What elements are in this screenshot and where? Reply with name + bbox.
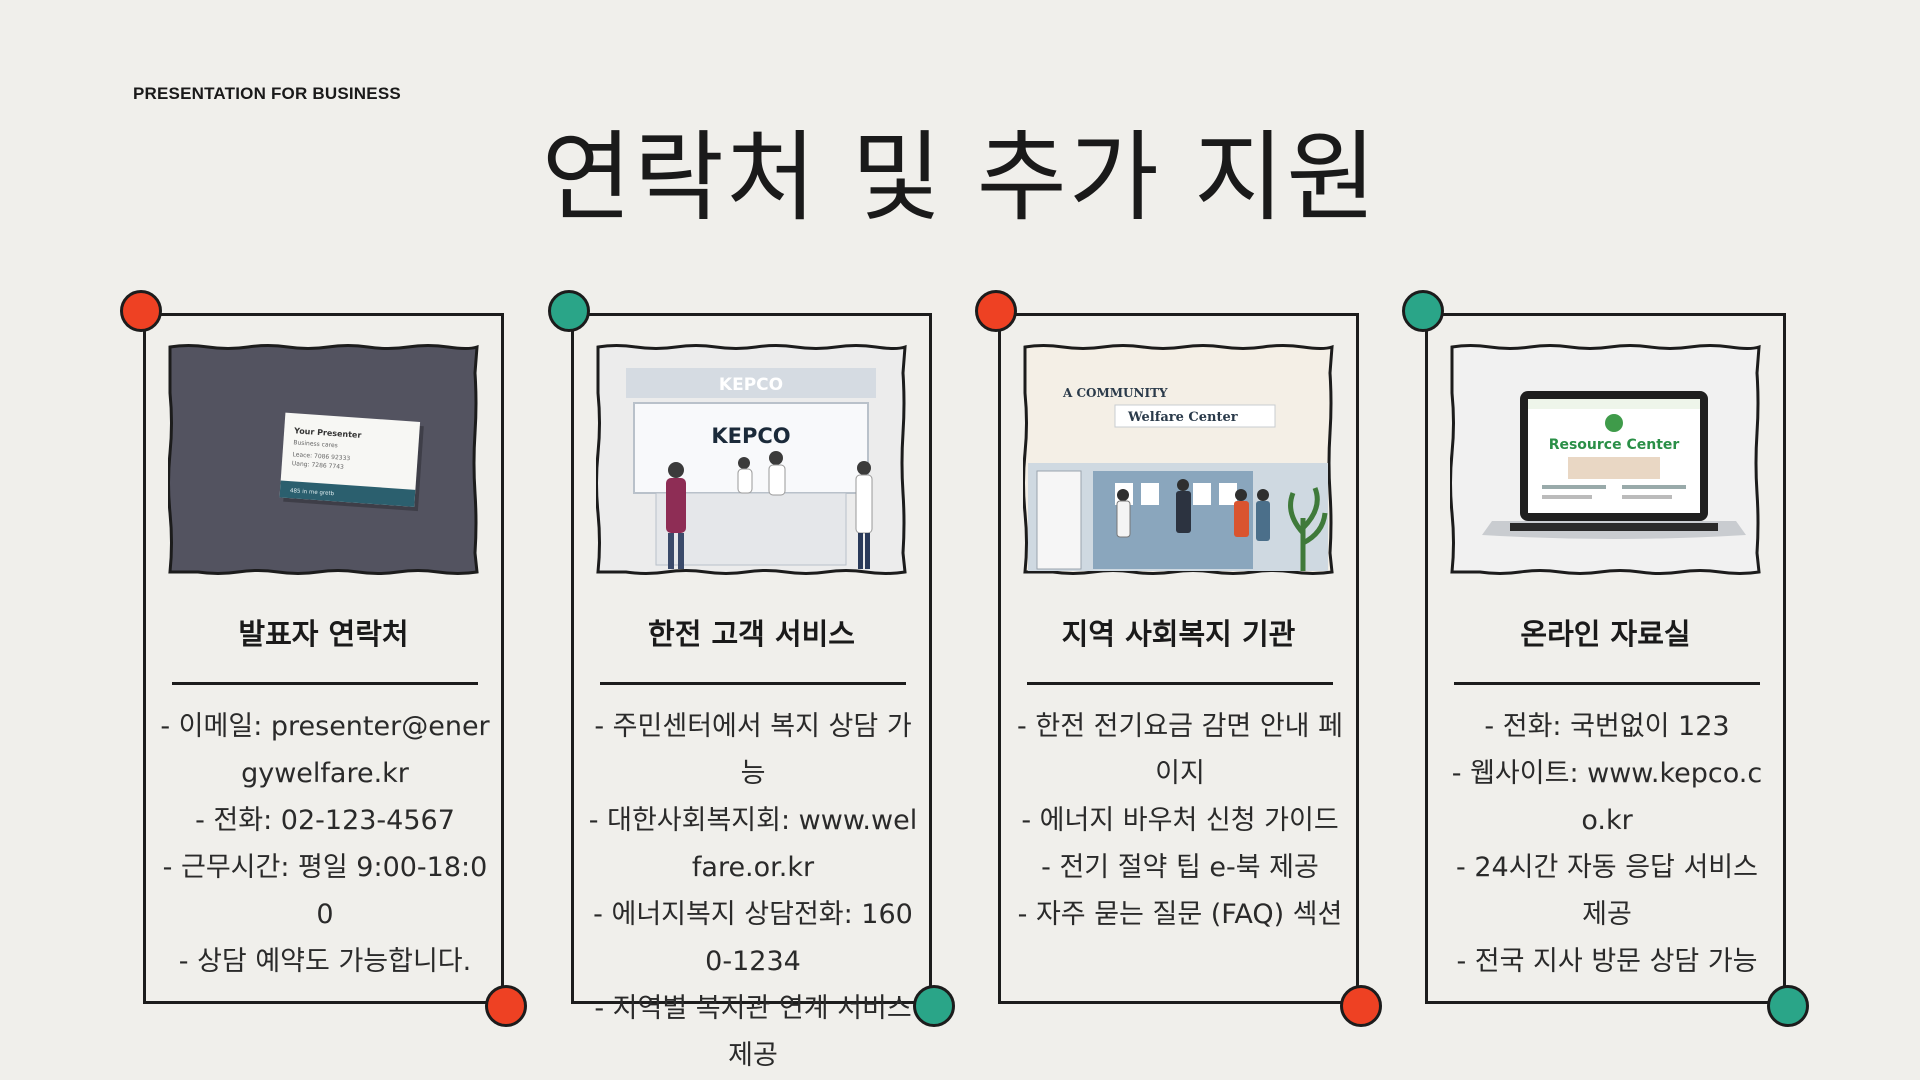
red-dot-decoration	[1340, 985, 1382, 1027]
page-title: 연락처 및 추가 지원	[541, 121, 1379, 235]
svg-text:485 in me gretb: 485 in me gretb	[290, 488, 335, 497]
divider	[1454, 682, 1760, 685]
svg-text:Leace: 7086 92333: Leace: 7086 92333	[292, 451, 350, 462]
svg-text:KEPCO: KEPCO	[711, 424, 790, 448]
red-dot-decoration	[975, 290, 1017, 332]
divider	[172, 682, 478, 685]
body-line: - 한전 전기요금 감면 안내 페이지	[1017, 711, 1343, 789]
body-line: - 이메일: presenter@energywelfare.kr	[160, 711, 490, 789]
card-title: 지역 사회복지 기관	[1061, 617, 1296, 651]
svg-text:Resource Center: Resource Center	[1549, 437, 1680, 453]
body-line: - 대한사회복지회: www.welfare.or.kr	[588, 805, 918, 883]
body-line: - 24시간 자동 응답 서비스 제공	[1456, 852, 1758, 930]
divider	[1027, 682, 1333, 685]
body-line: - 전화: 02-123-4567	[195, 805, 455, 836]
body-line: - 상담 예약도 가능합니다.	[178, 946, 472, 977]
body-line: - 에너지 바우처 신청 가이드	[1021, 805, 1339, 836]
body-line: - 근무시간: 평일 9:00-18:00	[162, 852, 488, 930]
card-community-welfare: A COMMUNITY Welfare Center 지역 사회복지 기관 - …	[975, 290, 1382, 1027]
card-title: 발표자 연락처	[238, 617, 409, 651]
kepco-service-desk-illustration: KEPCO KEPCO	[596, 344, 907, 575]
eyebrow-label: PRESENTATION FOR BUSINESS	[133, 84, 401, 103]
card-online-resources: Resource Center 온라인 자료실 - 전화: 국번없이 123 -…	[1402, 290, 1809, 1027]
svg-text:KEPCO: KEPCO	[719, 375, 783, 395]
card-body: - 주민센터에서 복지 상담 가능 - 대한사회복지회: www.welfare…	[586, 703, 920, 1079]
svg-text:A COMMUNITY: A COMMUNITY	[1062, 386, 1168, 400]
body-line: - 주민센터에서 복지 상담 가능	[594, 711, 912, 789]
green-dot-decoration	[1767, 985, 1809, 1027]
svg-text:Welfare Center: Welfare Center	[1127, 410, 1238, 425]
welfare-center-illustration: A COMMUNITY Welfare Center	[1023, 344, 1334, 575]
card-body: - 한전 전기요금 감면 안내 페이지 - 에너지 바우처 신청 가이드 - 전…	[1013, 703, 1347, 938]
business-card-photo: Your Presenter Business cares Leace: 708…	[168, 344, 479, 575]
body-line: - 전국 지사 방문 상담 가능	[1456, 946, 1758, 977]
svg-text:Uang: 7286 7743: Uang: 7286 7743	[292, 460, 345, 471]
red-dot-decoration	[485, 985, 527, 1027]
body-line: - 웹사이트: www.kepco.co.kr	[1451, 758, 1763, 836]
body-line: - 전기 절약 팁 e-북 제공	[1041, 852, 1319, 883]
card-title: 온라인 자료실	[1520, 617, 1691, 651]
red-dot-decoration	[120, 290, 162, 332]
card-kepco-service: KEPCO KEPCO 한전 고객 서비스 - 주민센터에서 복지 상담 가능 …	[548, 290, 955, 1071]
card-presenter-contact: Your Presenter Business cares Leace: 708…	[120, 290, 527, 1027]
body-line: - 에너지복지 상담전화: 1600-1234	[593, 899, 913, 977]
green-dot-decoration	[548, 290, 590, 332]
green-dot-decoration	[1402, 290, 1444, 332]
divider	[600, 682, 906, 685]
card-title: 한전 고객 서비스	[648, 617, 855, 651]
card-body: - 이메일: presenter@energywelfare.kr - 전화: …	[158, 703, 492, 985]
svg-text:Business cares: Business cares	[293, 439, 338, 449]
body-line: - 전화: 국번없이 123	[1484, 711, 1730, 742]
card-body: - 전화: 국번없이 123 - 웹사이트: www.kepco.co.kr -…	[1440, 703, 1774, 985]
body-line: - 지역별 복지관 연계 서비스 제공	[594, 993, 912, 1071]
laptop-resource-center: Resource Center	[1450, 344, 1761, 575]
green-dot-decoration	[913, 985, 955, 1027]
body-line: - 자주 묻는 질문 (FAQ) 섹션	[1017, 899, 1343, 930]
